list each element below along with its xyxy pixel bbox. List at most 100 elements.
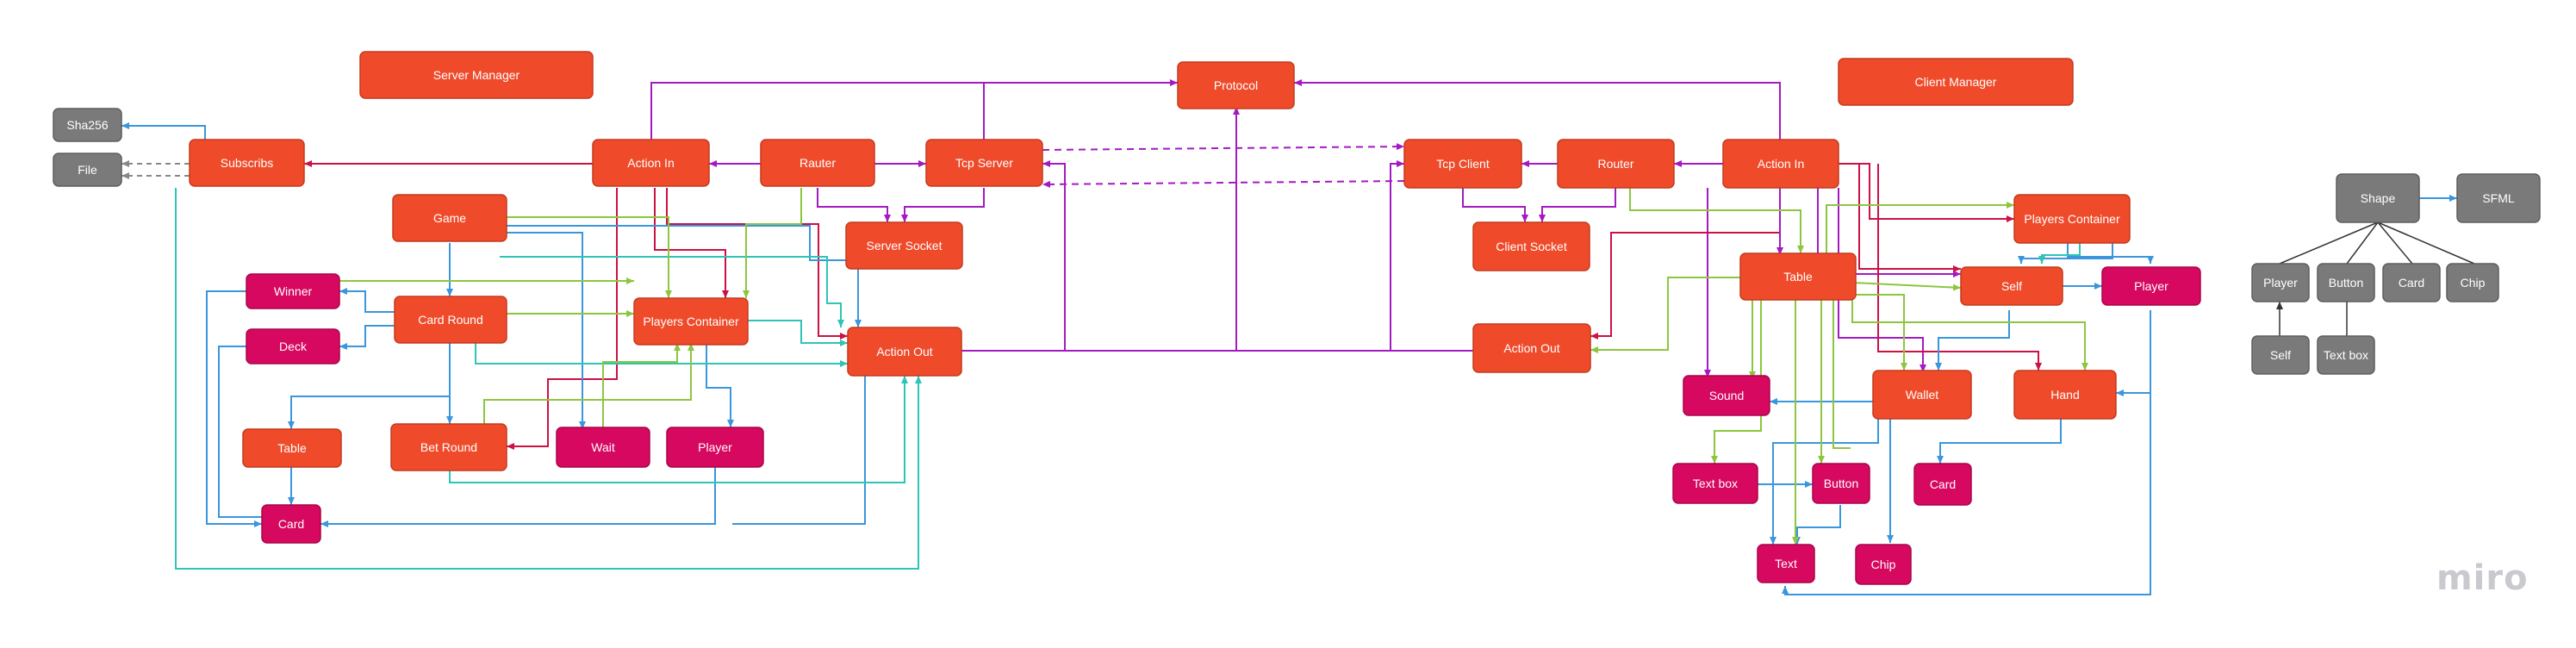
edge-tcpclient-tcpserver-dashed xyxy=(1042,180,1405,188)
node-server-manager[interactable]: Server Manager xyxy=(359,51,594,99)
node-label: Sound xyxy=(1709,389,1744,402)
edge-clienttable-self xyxy=(2018,243,2113,264)
node-g-text-box[interactable]: Text box xyxy=(2317,335,2375,375)
node-label: Table xyxy=(277,441,307,455)
node-wallet[interactable]: Wallet xyxy=(1872,370,1972,420)
edge-clientactionout-tcpclient xyxy=(1390,160,1473,352)
node-c-table[interactable]: Table xyxy=(1739,252,1857,301)
edge-actionin-betround xyxy=(507,188,618,450)
node-box xyxy=(2251,335,2310,375)
node-g-button[interactable]: Button xyxy=(2317,263,2375,302)
node-g-player[interactable]: Player xyxy=(2251,263,2310,302)
edge-table-wallet-green xyxy=(1852,294,1907,371)
node-box xyxy=(1403,139,1522,189)
node-s-player[interactable]: Player xyxy=(666,427,764,468)
edge-button-text xyxy=(1794,505,1841,545)
node-text[interactable]: Text xyxy=(1757,544,1815,583)
node-label: Players Container xyxy=(643,315,739,328)
edge-tcpserver-tcpclient-dashed xyxy=(1042,143,1405,151)
edge-wallet-text xyxy=(1770,419,1879,545)
node-box xyxy=(847,327,962,377)
node-box xyxy=(2101,266,2201,306)
node-label: Router xyxy=(1597,157,1633,171)
edge-tcpserver-serversocket xyxy=(901,188,985,222)
node-box xyxy=(53,153,122,187)
edge-cardround-winner xyxy=(339,288,395,313)
node-self[interactable]: Self xyxy=(1960,266,2063,306)
node-box xyxy=(1812,463,1870,504)
node-g-self[interactable]: Self xyxy=(2251,335,2310,375)
edge-deck-card xyxy=(218,346,262,518)
node-s-players-container[interactable]: Players Container xyxy=(633,297,749,346)
node-label: Action In xyxy=(1758,157,1804,171)
node-s-action-in[interactable]: Action In xyxy=(592,139,710,187)
node-router[interactable]: Router xyxy=(1557,139,1675,189)
node-box xyxy=(760,139,875,187)
node-label: Action In xyxy=(627,156,674,170)
node-protocol[interactable]: Protocol xyxy=(1177,61,1295,109)
node-card-round[interactable]: Card Round xyxy=(394,296,507,344)
node-label: Chip xyxy=(1871,558,1896,571)
node-label: File xyxy=(78,163,97,177)
node-shape[interactable]: Shape xyxy=(2336,173,2420,223)
edge-rauter-serversocket xyxy=(817,188,891,222)
node-c-action-out[interactable]: Action Out xyxy=(1472,323,1591,373)
node-label: Tcp Client xyxy=(1436,157,1490,171)
node-server-socket[interactable]: Server Socket xyxy=(845,221,963,270)
node-client-manager[interactable]: Client Manager xyxy=(1838,58,2074,106)
node-label: Subscribs xyxy=(221,156,273,170)
node-button[interactable]: Button xyxy=(1812,463,1870,504)
edge-player-actionout xyxy=(732,372,866,525)
node-winner[interactable]: Winner xyxy=(246,273,340,309)
node-c-card[interactable]: Card xyxy=(1913,463,1972,506)
node-box xyxy=(1722,139,1839,189)
edge-table-textbox-green xyxy=(1711,300,1762,464)
node-s-action-out[interactable]: Action Out xyxy=(847,327,962,377)
node-s-table[interactable]: Table xyxy=(242,428,342,468)
edge-actionout-tcpserver xyxy=(1042,160,1066,351)
node-g-chip[interactable]: Chip xyxy=(2446,263,2499,302)
node-subscribs[interactable]: Subscribs xyxy=(189,139,305,187)
node-c-players-container[interactable]: Players Container xyxy=(2013,194,2131,244)
node-box xyxy=(359,51,594,99)
node-file[interactable]: File xyxy=(53,153,122,187)
node-box xyxy=(390,423,507,471)
edge-shape-button xyxy=(2346,221,2379,265)
node-tcp-client[interactable]: Tcp Client xyxy=(1403,139,1522,189)
edge-shape-card xyxy=(2377,221,2413,265)
node-client-socket[interactable]: Client Socket xyxy=(1472,221,1590,271)
node-chip[interactable]: Chip xyxy=(1855,544,1912,585)
node-deck[interactable]: Deck xyxy=(246,328,340,364)
node-c-player[interactable]: Player xyxy=(2101,266,2201,306)
node-sfml[interactable]: SFML xyxy=(2456,173,2541,223)
node-game[interactable]: Game xyxy=(392,194,507,242)
node-g-card[interactable]: Card xyxy=(2382,263,2441,302)
node-label: Player xyxy=(698,440,732,454)
node-label: Deck xyxy=(279,340,308,353)
node-box xyxy=(1838,58,2074,106)
edge-betround-playerscontainer-green xyxy=(483,343,694,424)
node-c-action-in[interactable]: Action In xyxy=(1722,139,1839,189)
node-text-box[interactable]: Text box xyxy=(1672,463,1758,504)
edge-clientactionin-playerscontainer xyxy=(1839,163,2014,222)
node-rauter[interactable]: Rauter xyxy=(760,139,875,187)
node-sha256[interactable]: Sha256 xyxy=(53,108,122,142)
edge-rauter-playerscontainer-green xyxy=(743,188,802,298)
edge-playerscontainer-player xyxy=(706,343,734,427)
node-box xyxy=(925,139,1043,187)
node-box xyxy=(1872,370,1972,420)
node-box xyxy=(189,139,305,187)
edge-router-clientsocket xyxy=(1539,188,1616,222)
edge-shape-chip xyxy=(2377,221,2475,265)
node-wait[interactable]: Wait xyxy=(556,427,650,468)
node-label: Action Out xyxy=(1503,341,1559,355)
node-box xyxy=(1472,221,1590,271)
node-label: Wallet xyxy=(1906,388,1938,402)
node-bet-round[interactable]: Bet Round xyxy=(390,423,507,471)
node-tcp-server[interactable]: Tcp Server xyxy=(925,139,1043,187)
node-hand[interactable]: Hand xyxy=(2013,370,2117,420)
node-sound[interactable]: Sound xyxy=(1683,375,1770,416)
edge-cardround-actionout-teal xyxy=(475,343,848,367)
node-s-card[interactable]: Card xyxy=(261,504,321,544)
edge-clientactionin-protocol xyxy=(1294,79,1781,140)
